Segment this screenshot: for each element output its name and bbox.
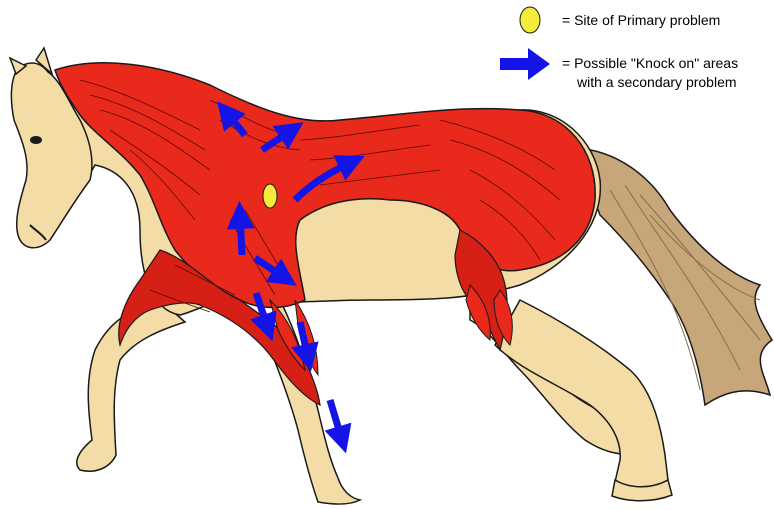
- horse-eye: [30, 136, 42, 144]
- knock-on-arrow: [240, 215, 242, 255]
- knock-on-arrow: [330, 400, 342, 440]
- legend-blue-arrow-icon: [500, 48, 550, 80]
- legend-knock-on-label-line2: with a secondary problem: [577, 74, 737, 91]
- far-fore-leg: [77, 300, 185, 471]
- legend-primary-label: = Site of Primary problem: [562, 12, 720, 29]
- near-hind-leg: [495, 300, 668, 487]
- legend-knock-on-label-line1: = Possible "Knock on" areas: [562, 55, 738, 72]
- legend-yellow-ellipse-icon: [520, 7, 540, 33]
- primary-problem-marker: [263, 184, 277, 208]
